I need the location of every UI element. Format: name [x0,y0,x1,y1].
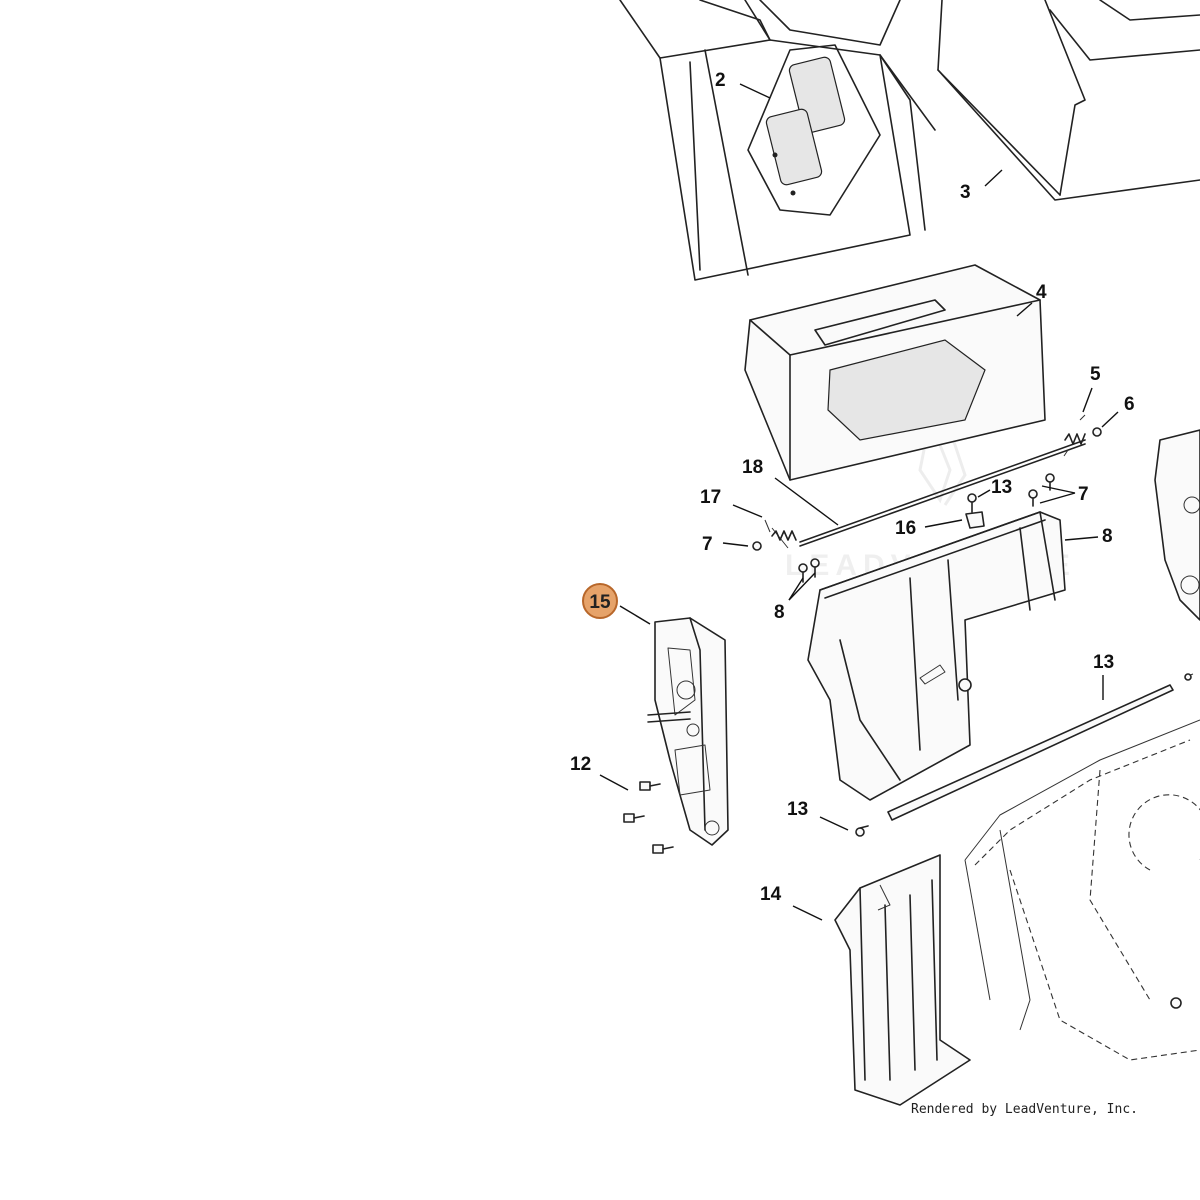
screws-8-left [798,558,820,583]
callout-7-right: 7 [1078,484,1089,505]
callout-15-highlighted[interactable]: 15 [582,583,618,619]
part-4-rear-cover [744,264,1046,481]
part-12-bolts [623,781,674,854]
callout-8-left: 8 [774,602,785,623]
screw-7-right-a [1045,473,1055,491]
part-3-grass-bag [937,0,1200,201]
callout-14: 14 [760,884,782,905]
callout-6: 6 [1124,394,1135,415]
callout-7-left: 7 [702,534,713,555]
callout-13-bottom: 13 [787,799,808,820]
part-5-spring [1063,414,1086,457]
part-18-hinge-rod [799,439,1086,547]
part-15-side-plate [647,617,729,846]
screw-13-bottom [855,825,869,837]
deck-housing [964,719,1200,1061]
credit-text: Rendered by LeadVenture, Inc. [911,1102,1138,1117]
callout-2: 2 [715,70,726,91]
callout-labels: 2 3 4 5 6 18 17 7 13 7 16 8 8 15 12 13 1… [570,70,1135,905]
callout-15: 15 [589,592,611,613]
part-7-nut-left [752,541,762,551]
callout-13-right: 13 [1093,652,1114,673]
part-8-chute-housing [807,511,1066,801]
part-17-spring [764,519,797,549]
leader-lines [599,83,1119,921]
part-13-long-rod [887,673,1194,821]
callout-13-top: 13 [991,477,1012,498]
callout-5: 5 [1090,364,1101,385]
callout-18: 18 [742,457,763,478]
screw-7-right-b [1028,489,1038,507]
part-16-clip [965,511,985,529]
part-14-deflector [834,854,971,1106]
callout-16: 16 [895,518,916,539]
callout-15-badge [582,583,618,619]
part-2-vent-detail [747,44,881,216]
screw-13-top [967,493,977,513]
callout-12: 12 [570,754,591,775]
right-side-plate-partial [1154,429,1200,621]
callout-3: 3 [960,182,971,203]
part-6-nut [1092,427,1102,437]
callout-17: 17 [700,487,721,508]
callout-4: 4 [1036,282,1047,303]
grass-bag-frame [619,0,936,281]
callout-8-right: 8 [1102,526,1113,547]
